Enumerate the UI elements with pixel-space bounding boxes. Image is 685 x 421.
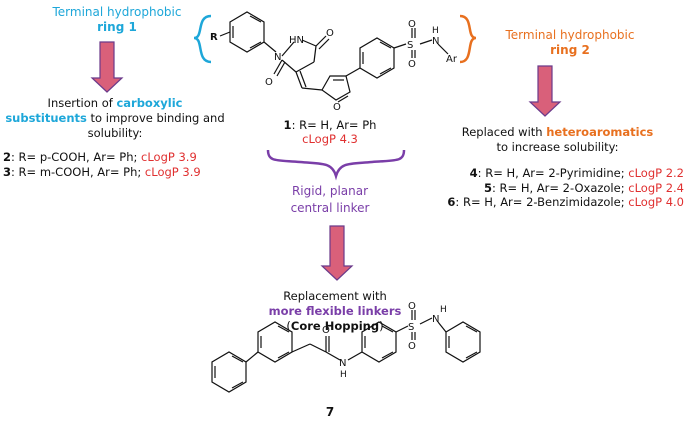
compound-2-text: : R= p-COOH, Ar= Ph; xyxy=(11,150,142,164)
compound-list-right: 4: R= H, Ar= 2-Pyrimidine; cLogP 2.2 5: … xyxy=(400,166,684,210)
ring1-title-line2: ring 1 xyxy=(97,20,137,34)
ring1-title-line1: Terminal hydrophobic xyxy=(52,5,182,19)
compound-5-text: : R= H, Ar= 2-Oxazole; xyxy=(492,180,629,195)
atom-n-amide: N xyxy=(339,358,346,369)
bracket-blue xyxy=(193,14,212,64)
atom-ar: Ar xyxy=(446,54,458,65)
arrow-down-left xyxy=(90,41,124,93)
atom-o-s2: O xyxy=(408,59,416,70)
biphenyl-ring-b xyxy=(257,321,293,363)
atom-o-s1: O xyxy=(408,19,416,30)
insertion-note: Insertion of carboxylic substituents to … xyxy=(0,96,230,141)
compound-6-number: 6 xyxy=(447,195,456,209)
amide-phenyl xyxy=(361,321,397,363)
compound-4-number: 4 xyxy=(469,166,478,180)
replaced-bold: heteroaromatics xyxy=(546,125,654,139)
atom-o-furan: O xyxy=(333,102,341,113)
compound-1-logp: cLogP 4.3 xyxy=(302,132,358,146)
ring2-title: Terminal hydrophobic ring 2 xyxy=(490,28,650,58)
ring2-title-line1: Terminal hydrophobic xyxy=(505,28,635,42)
r-bond xyxy=(219,31,231,37)
core-open-paren: ( xyxy=(286,319,291,333)
atom-n7: N xyxy=(432,314,439,325)
atom-o1: O xyxy=(326,28,334,39)
compound-4-text: : R= H, Ar= 2-Pyrimidine; xyxy=(477,166,629,180)
replacement-label: Replacement with more flexible linkers (… xyxy=(230,289,440,334)
compound-1-text: : R= H, Ar= Ph xyxy=(291,118,377,132)
compound-3-logp: cLogP 3.9 xyxy=(144,165,201,179)
atom-n-s: N xyxy=(432,36,439,47)
core-close-paren: ) xyxy=(379,319,384,333)
compound-3-text: : R= m-COOH, Ar= Ph; xyxy=(11,165,145,179)
atom-o7b: O xyxy=(408,341,416,352)
insertion-line2-bold: substituents xyxy=(5,111,87,125)
atom-n1: N xyxy=(274,52,281,63)
linker-line2: central linker xyxy=(290,201,370,215)
compound-2: 2: R= p-COOH, Ar= Ph; cLogP 3.9 xyxy=(3,150,201,165)
linker-line1: Rigid, planar xyxy=(291,184,369,198)
ring1-title: Terminal hydrophobic ring 1 xyxy=(22,5,212,35)
compound-6-logp: cLogP 4.0 xyxy=(628,195,684,209)
insertion-line3: solubility: xyxy=(87,126,143,140)
ring2-title-line2: ring 2 xyxy=(550,43,590,57)
atom-h-amide: H xyxy=(340,370,347,380)
core-hopping: Core Hopping xyxy=(290,319,380,333)
compound-4-logp: cLogP 2.2 xyxy=(628,166,684,180)
compound-6-text: : R= H, Ar= 2-Benzimidazole; xyxy=(455,195,629,209)
atom-nh: HN xyxy=(289,35,304,46)
atom-o2: O xyxy=(265,77,273,88)
compound-4: 4: R= H, Ar= 2-Pyrimidine; cLogP 2.2 xyxy=(400,166,684,181)
compound-list-left: 2: R= p-COOH, Ar= Ph; cLogP 3.9 3: R= m-… xyxy=(3,150,201,180)
atom-o7a: O xyxy=(408,301,416,312)
atom-h-s: H xyxy=(432,26,439,36)
bracket-orange xyxy=(459,14,477,64)
replacement-line1: Replacement with xyxy=(283,289,387,303)
atom-o-amide: O xyxy=(322,325,330,336)
atom-s7: S xyxy=(408,322,414,333)
compound-3: 3: R= m-COOH, Ar= Ph; cLogP 3.9 xyxy=(3,165,201,180)
bracket-purple xyxy=(266,149,406,181)
atom-s: S xyxy=(407,40,413,51)
sulfonamide-phenyl xyxy=(445,321,481,363)
biphenyl-ring-a xyxy=(211,351,247,393)
compound-7-number: 7 xyxy=(325,405,335,419)
replacement-line2: more flexible linkers xyxy=(268,304,402,318)
replaced-note: Replaced with heteroaromatics to increas… xyxy=(450,125,665,155)
compound-5-logp: cLogP 2.4 xyxy=(628,180,684,195)
compound-1-number: 1 xyxy=(283,118,292,132)
compound-2-number: 2 xyxy=(3,150,12,164)
atom-r: R xyxy=(210,32,218,43)
compound-3-number: 3 xyxy=(3,165,12,179)
arrow-down-center xyxy=(320,225,354,281)
compound-6: 6: R= H, Ar= 2-Benzimidazole; cLogP 4.0 xyxy=(400,195,684,210)
compound-5-number: 5 xyxy=(484,180,493,195)
insertion-bold: carboxylic xyxy=(116,96,183,110)
compound-5: 5: R= H, Ar= 2-Oxazole; cLogP 2.4 xyxy=(400,181,684,196)
insertion-line2-rest: to improve binding and xyxy=(86,111,225,125)
compound-2-logp: cLogP 3.9 xyxy=(141,150,197,164)
linker-label: Rigid, planar central linker xyxy=(280,183,380,217)
arrow-down-right xyxy=(528,65,562,117)
atom-h7: H xyxy=(440,305,447,315)
insertion-prefix: Insertion of xyxy=(47,96,117,110)
replaced-line2: to increase solubility: xyxy=(496,140,619,154)
replaced-prefix: Replaced with xyxy=(461,125,547,139)
compound-1-label: 1: R= H, Ar= Ph cLogP 4.3 xyxy=(260,118,400,146)
